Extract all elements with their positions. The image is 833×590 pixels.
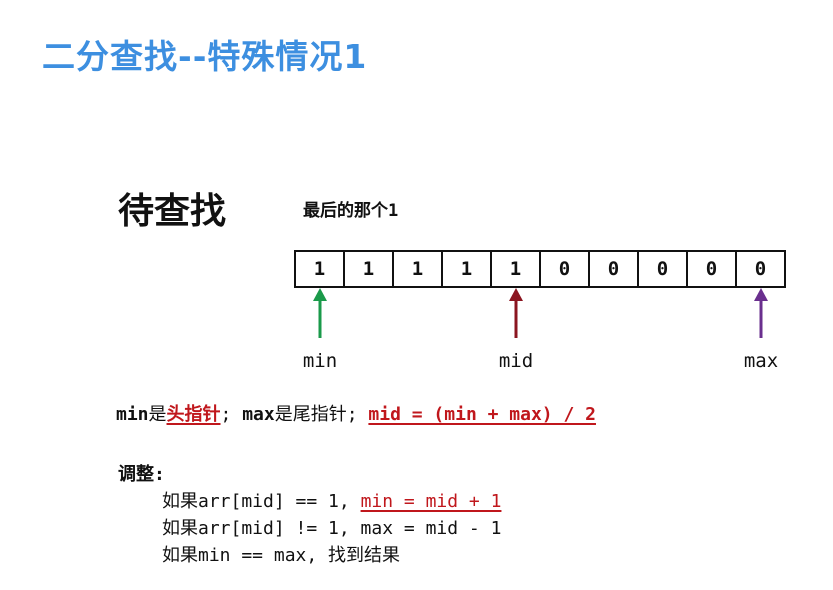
rule-action-highlight: min = mid + 1 (360, 491, 502, 512)
min-pointer: min (290, 288, 350, 372)
array-cell: 0 (539, 252, 588, 286)
mid-arrow-icon (509, 288, 523, 338)
adjust-rule-3: 如果min == max, 找到结果 (162, 545, 401, 566)
array-cell: 1 (392, 252, 441, 286)
target-note: 最后的那个1 (303, 201, 399, 221)
mid-formula: mid = (min + max) / 2 (368, 404, 596, 425)
array-cell: 0 (637, 252, 686, 286)
max-keyword: max (242, 404, 275, 425)
max-arrow-icon (754, 288, 768, 338)
pointer-definition: min是头指针; max是尾指针; mid = (min + max) / 2 (116, 400, 596, 426)
array-cell: 1 (343, 252, 392, 286)
array-cell: 0 (686, 252, 735, 286)
definition-text: ; (220, 404, 243, 425)
mid-pointer-label: mid (498, 350, 534, 372)
min-arrow-icon (313, 288, 327, 338)
array-cell: 1 (313, 258, 326, 280)
array-cell: 1 (490, 252, 539, 286)
rule-text: 如果arr[mid] == 1, (162, 491, 361, 512)
definition-text: 是 (148, 404, 167, 425)
min-keyword: min (116, 404, 149, 425)
array-cell: 0 (735, 252, 784, 286)
section-heading: 待查找 (118, 190, 227, 232)
array-box: 1 1 1 1 1 0 0 0 0 0 (294, 250, 786, 288)
max-pointer-label: max (743, 350, 779, 372)
definition-text: 是尾指针; (274, 404, 369, 425)
adjust-rule-1: 如果arr[mid] == 1, min = mid + 1 (162, 487, 501, 513)
adjust-label: 调整: (118, 464, 165, 485)
array-cell: 1 (441, 252, 490, 286)
adjust-rule-2: 如果arr[mid] != 1, max = mid - 1 (162, 518, 502, 539)
mid-pointer: mid (486, 288, 546, 372)
min-pointer-label: min (302, 350, 338, 372)
array-cell: 0 (588, 252, 637, 286)
head-pointer-term: 头指针 (166, 404, 221, 425)
max-pointer: max (731, 288, 791, 372)
slide-title: 二分查找--特殊情况1 (42, 37, 368, 76)
